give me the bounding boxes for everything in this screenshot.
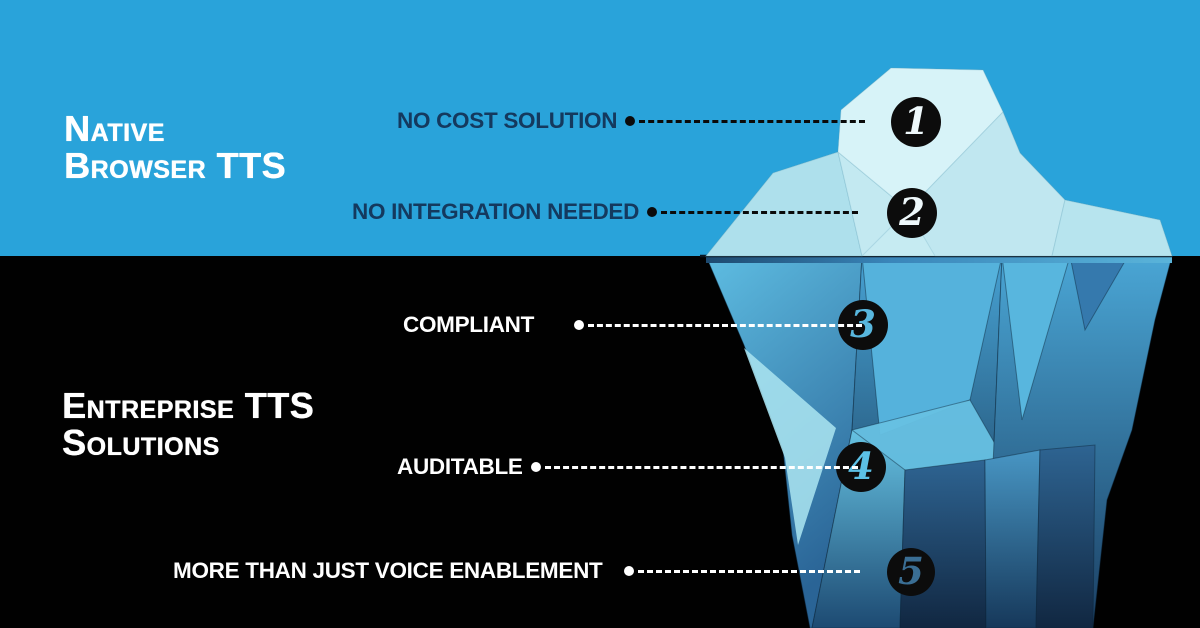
badge-5-numeral: 5 [898, 549, 924, 593]
callout-auditable: AUDITABLE [397, 452, 858, 482]
callout-label: NO COST SOLUTION [397, 108, 618, 133]
leader-dash-icon [588, 323, 862, 327]
callout-no-integration-needed: NO INTEGRATION NEEDED [352, 197, 858, 227]
callout-label: MORE THAN JUST VOICE ENABLEMENT [173, 558, 603, 583]
callout-label: COMPLIANT [403, 312, 535, 337]
above-title-line2: Browser TTS [64, 145, 286, 186]
leader-dash-icon [544, 465, 858, 469]
callout-no-cost-solution: NO COST SOLUTION [397, 106, 865, 136]
below-title-line2: Solutions [62, 422, 220, 463]
leader-line [624, 566, 860, 576]
leader-dot-icon [574, 320, 585, 330]
leader-line [530, 462, 858, 472]
above-water-title: Native Browser TTS [64, 110, 286, 184]
badge-1: 1 [891, 97, 941, 147]
callout-compliant: COMPLIANT [403, 310, 862, 340]
above-title-line1: Native [64, 108, 165, 149]
leader-dot-icon [625, 116, 636, 126]
leader-dash-icon [638, 569, 860, 573]
leader-dot-icon [530, 462, 541, 472]
leader-line [574, 320, 862, 330]
leader-dot-icon [647, 207, 658, 217]
callout-label: NO INTEGRATION NEEDED [352, 199, 640, 224]
leader-line [625, 116, 865, 126]
leader-dash-icon [639, 119, 865, 123]
below-water-title: Entreprise TTS Solutions [62, 387, 314, 461]
badge-5: 5 [887, 548, 935, 596]
below-title-line1: Entreprise TTS [62, 385, 315, 426]
callout-label: AUDITABLE [397, 454, 523, 479]
badge-2-numeral: 2 [899, 190, 925, 234]
leader-dot-icon [624, 566, 635, 576]
callout-more-than-voice: MORE THAN JUST VOICE ENABLEMENT [173, 556, 860, 586]
leader-line [647, 207, 858, 217]
badge-2: 2 [887, 188, 937, 238]
leader-dash-icon [661, 210, 858, 214]
badge-1-numeral: 1 [903, 99, 929, 143]
